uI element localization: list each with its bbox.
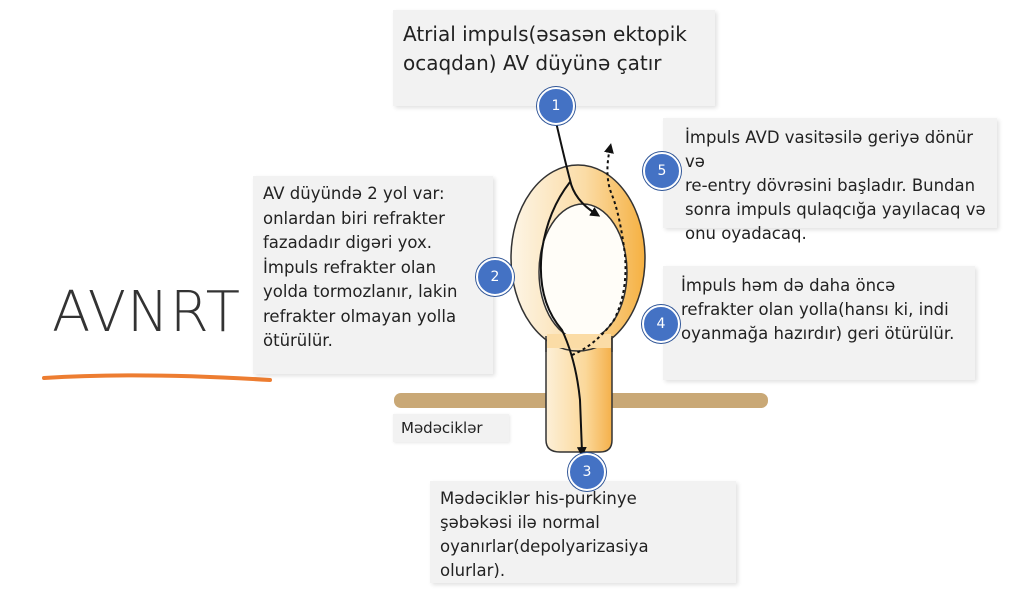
step-5-text: İmpuls AVD vasitəsilə geriyə dönür və re… [685,128,986,243]
page-title: AVNRT [52,280,241,345]
retrograde-dotted-pathway [571,143,627,356]
step-1-text-box: Atrial impuls(əsasən ektopik ocaqdan) AV… [393,10,715,106]
step-2-text-box: AV düyündə 2 yol var: onlardan biri refr… [253,176,493,374]
step-3-text: Mədəciklər his-purkinye şəbəkəsi ilə nor… [440,489,649,580]
step-2-text: AV düyündə 2 yol var: onlardan biri refr… [263,184,458,350]
conducting-pathway [539,181,587,457]
ventricles-label: Mədəciklər [393,414,509,442]
ventricles-label-text: Mədəciklər [401,419,483,437]
step-1-text: Atrial impuls(əsasən ektopik ocaqdan) AV… [403,22,687,75]
step-4-badge: 4 [642,305,680,343]
step-3-badge: 3 [568,453,606,491]
step-4-text: İmpuls həm də daha öncə refrakter olan y… [681,276,955,343]
step-4-text-box: İmpuls həm də daha öncə refrakter olan y… [663,266,975,380]
step-5-badge: 5 [643,152,681,190]
step-5-text-box: İmpuls AVD vasitəsilə geriyə dönür və re… [663,118,997,243]
title-underline [42,373,272,382]
step-1-badge: 1 [537,87,575,125]
incoming-impulse-path [555,121,601,217]
step-2-badge: 2 [476,258,514,296]
step-3-text-box: Mədəciklər his-purkinye şəbəkəsi ilə nor… [430,481,736,583]
